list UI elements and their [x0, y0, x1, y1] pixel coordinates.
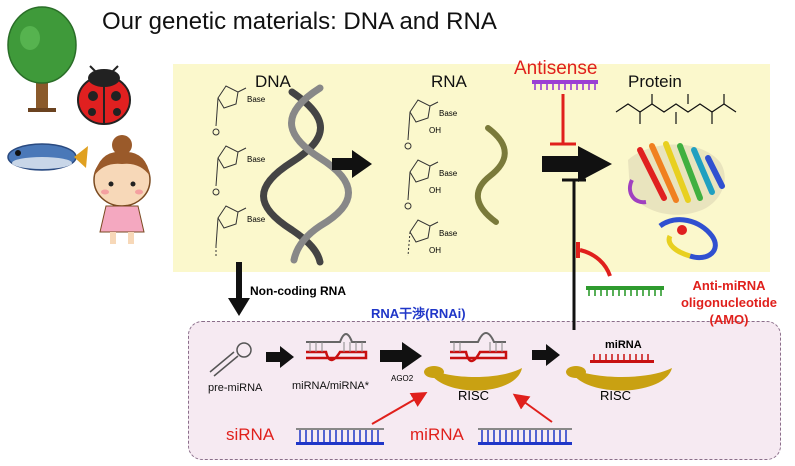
rna-single-strand	[474, 125, 508, 225]
dna-base-label-2: Base	[247, 155, 266, 164]
non-coding-rna-label: Non-coding RNA	[250, 284, 346, 298]
pre-to-duplex-arrow	[266, 346, 294, 368]
dna-label: DNA	[255, 72, 291, 91]
dna-double-helix	[260, 84, 352, 266]
sirna-duplex	[296, 428, 384, 445]
rna-base-label-1: Base	[439, 109, 458, 118]
risc-to-mirisc-arrow	[532, 344, 560, 366]
rna-oh-label-1: OH	[429, 126, 441, 135]
non-coding-rna-arrow	[228, 262, 250, 316]
rna-oh-label-2: OH	[429, 186, 441, 195]
girl-illustration	[93, 135, 151, 244]
rna-backbone-structure	[404, 99, 439, 257]
risc-complex-1	[424, 332, 522, 391]
amo-label-line2: oligonucleotide	[680, 295, 778, 310]
rna-to-protein-arrow	[542, 146, 612, 182]
antisense-oligo	[532, 80, 598, 90]
rna-base-label-3: Base	[439, 229, 458, 238]
risc-label-1: RISC	[458, 388, 490, 403]
amo-label-line3: (AMO)	[709, 312, 749, 327]
pre-mirna-label: pre-miRNA	[208, 382, 263, 394]
dna-to-rna-arrow	[332, 150, 372, 178]
rnai-label: RNA干渉(RNAi)	[371, 306, 466, 321]
rnai-panel	[188, 321, 781, 460]
risc-inhibition-line	[562, 178, 586, 330]
ago2-label: AGO2	[391, 374, 414, 383]
risc-label-2: RISC	[600, 388, 632, 403]
risc-complex-2	[566, 354, 672, 391]
slide-title: Our genetic materials: DNA and RNA	[102, 8, 497, 35]
mirna-duplex-label: miRNA/miRNA*	[292, 380, 369, 392]
antisense-inhibition-bar	[550, 94, 576, 146]
amo-inhibitor-curve	[576, 242, 612, 277]
mirna-risc-label: miRNA	[605, 339, 642, 351]
amo-label-line1: Anti-miRNA	[692, 278, 766, 293]
amo-oligo	[586, 286, 664, 296]
antisense-label: Antisense	[514, 58, 598, 79]
dna-base-label-1: Base	[247, 95, 266, 104]
dna-base-label-3: Base	[247, 215, 266, 224]
peptide-structure	[615, 94, 737, 124]
rna-base-label-2: Base	[439, 169, 458, 178]
mirna-to-risc-arrow	[512, 393, 553, 423]
protein-ribbon	[627, 141, 725, 260]
rna-oh-label-3: OH	[429, 246, 441, 255]
dna-backbone-structure	[212, 85, 247, 258]
rna-label: RNA	[431, 72, 467, 91]
sirna-to-risc-arrow	[371, 392, 428, 425]
tree-illustration	[7, 6, 77, 112]
duplex-to-risc-arrow	[380, 342, 422, 370]
sirna-label: siRNA	[226, 425, 275, 444]
pre-mirna-hairpin	[209, 342, 252, 377]
ladybug-illustration	[77, 65, 131, 125]
mirna-label: miRNA	[410, 425, 464, 444]
fish-illustration	[7, 143, 88, 171]
mirna-duplex	[306, 333, 368, 362]
mirna-bottom-duplex	[478, 428, 572, 445]
protein-label: Protein	[628, 72, 682, 91]
